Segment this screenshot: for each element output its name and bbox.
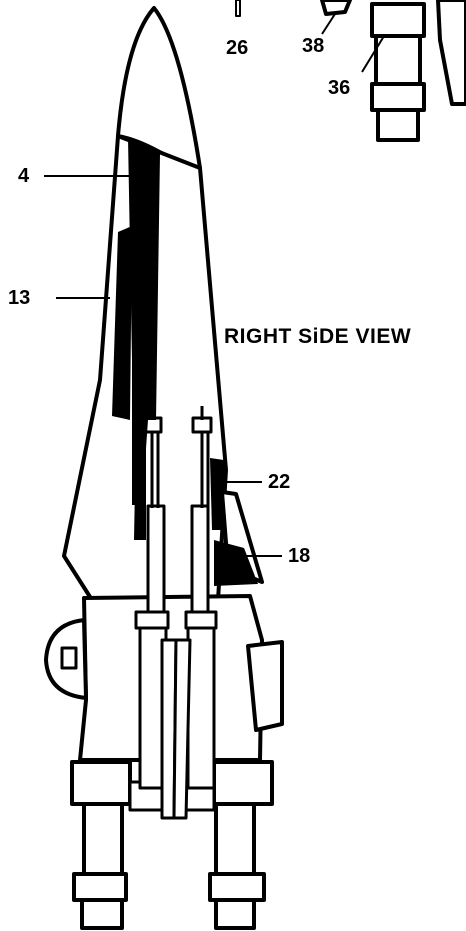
right-panel-dark-lower [214, 540, 258, 586]
callout-4: 4 [18, 165, 30, 187]
callout-36: 36 [328, 77, 351, 99]
callout-13: 13 [8, 287, 31, 309]
part-36-mid [374, 34, 422, 86]
right-strut-cap [191, 416, 213, 434]
callout-26: 26 [226, 37, 249, 59]
right-strut [190, 504, 210, 618]
part-38-shape [320, 0, 352, 16]
right-engine-body [214, 802, 256, 876]
right-engine-collar [212, 760, 274, 806]
left-side-stripe [112, 226, 132, 420]
leader-38 [321, 13, 336, 35]
view-title: RIGHT SiDE VIEW [224, 325, 412, 348]
side-pod [246, 640, 284, 732]
right-fragment-panel [436, 0, 466, 106]
left-strut-collar [134, 610, 170, 630]
callout-18: 18 [288, 545, 311, 567]
right-lower-strut [186, 626, 216, 790]
left-engine-body [82, 802, 124, 876]
wheel-hub [60, 646, 78, 670]
right-strip [222, 468, 226, 480]
left-engine-collar [70, 760, 132, 806]
left-engine-base [72, 872, 128, 902]
right-panel-dark-upper [210, 458, 224, 530]
top-fragment-bar [235, 0, 241, 17]
left-engine-nozzle [80, 898, 124, 930]
callout-38: 38 [302, 35, 325, 57]
part-36-top [370, 2, 426, 38]
fuselage-stripe [128, 138, 160, 505]
part-36-collar [370, 82, 426, 112]
callout-22: 22 [268, 471, 291, 493]
right-engine-base [208, 872, 266, 902]
fuselage-stripe-lower [134, 432, 146, 540]
part-36-bottom [376, 108, 420, 142]
right-engine-nozzle [214, 898, 256, 930]
right-strut-collar [184, 610, 218, 630]
leader-36 [361, 35, 385, 73]
center-plate-right [172, 638, 192, 820]
left-strut [146, 504, 166, 618]
